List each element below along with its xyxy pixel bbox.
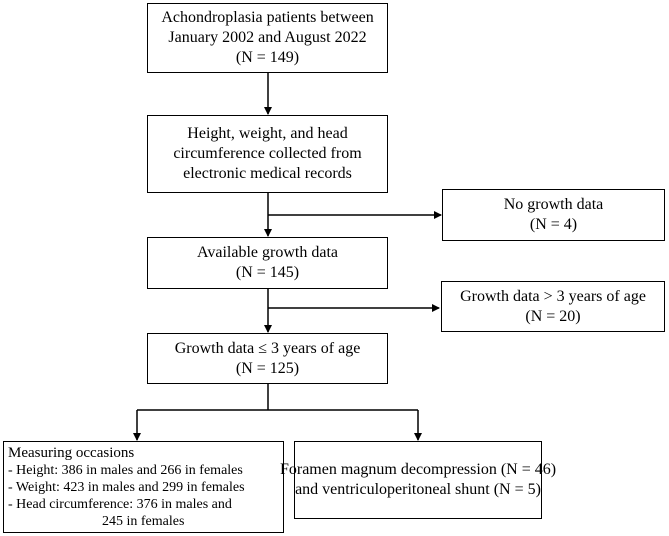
box-patients-line2: January 2002 and August 2022 bbox=[168, 29, 367, 46]
box-patients: Achondroplasia patients between January … bbox=[147, 3, 388, 73]
box-measuring: Measuring occasions - Height: 386 in mal… bbox=[3, 441, 284, 533]
box-no-growth-line1: No growth data bbox=[503, 196, 604, 213]
box-under3: Growth data ≤ 3 years of age (N = 125) bbox=[147, 333, 388, 384]
box-available-line2: (N = 145) bbox=[235, 264, 300, 281]
box-patients-line3: (N = 149) bbox=[235, 49, 300, 66]
box-surgery-line2: and ventriculoperitoneal shunt (N = 5) bbox=[295, 481, 541, 498]
box-measuring-line5: 245 in females bbox=[102, 513, 185, 529]
box-collected-line2: circumference collected from bbox=[173, 145, 362, 162]
box-no-growth-line2: (N = 4) bbox=[529, 216, 578, 233]
box-surgery-line1: Foramen magnum decompression (N = 46) bbox=[279, 461, 557, 478]
box-measuring-line3: - Weight: 423 in males and 299 in female… bbox=[8, 479, 245, 495]
box-no-growth: No growth data (N = 4) bbox=[442, 189, 665, 241]
box-available-line1: Available growth data bbox=[197, 244, 338, 261]
box-surgery: Foramen magnum decompression (N = 46) an… bbox=[280, 441, 556, 519]
box-available: Available growth data (N = 145) bbox=[147, 237, 388, 289]
box-under3-line2: (N = 125) bbox=[235, 359, 300, 377]
box-collected-line1: Height, weight, and head bbox=[187, 125, 348, 142]
box-measuring-line4: - Head circumference: 376 in males and bbox=[8, 496, 232, 512]
box-measuring-line1: Measuring occasions bbox=[8, 444, 135, 461]
box-patients-line1: Achondroplasia patients between bbox=[161, 9, 374, 26]
box-collected-line3: electronic medical records bbox=[183, 165, 352, 182]
box-under3-line1: Growth data ≤ 3 years of age bbox=[174, 339, 361, 357]
box-over3-line2: (N = 20) bbox=[525, 307, 581, 325]
box-over3-line1: Growth data > 3 years of age bbox=[460, 287, 646, 305]
box-over3: Growth data > 3 years of age (N = 20) bbox=[441, 281, 665, 332]
box-measuring-line2: - Height: 386 in males and 266 in female… bbox=[8, 462, 243, 478]
box-collected: Height, weight, and head circumference c… bbox=[147, 115, 388, 193]
